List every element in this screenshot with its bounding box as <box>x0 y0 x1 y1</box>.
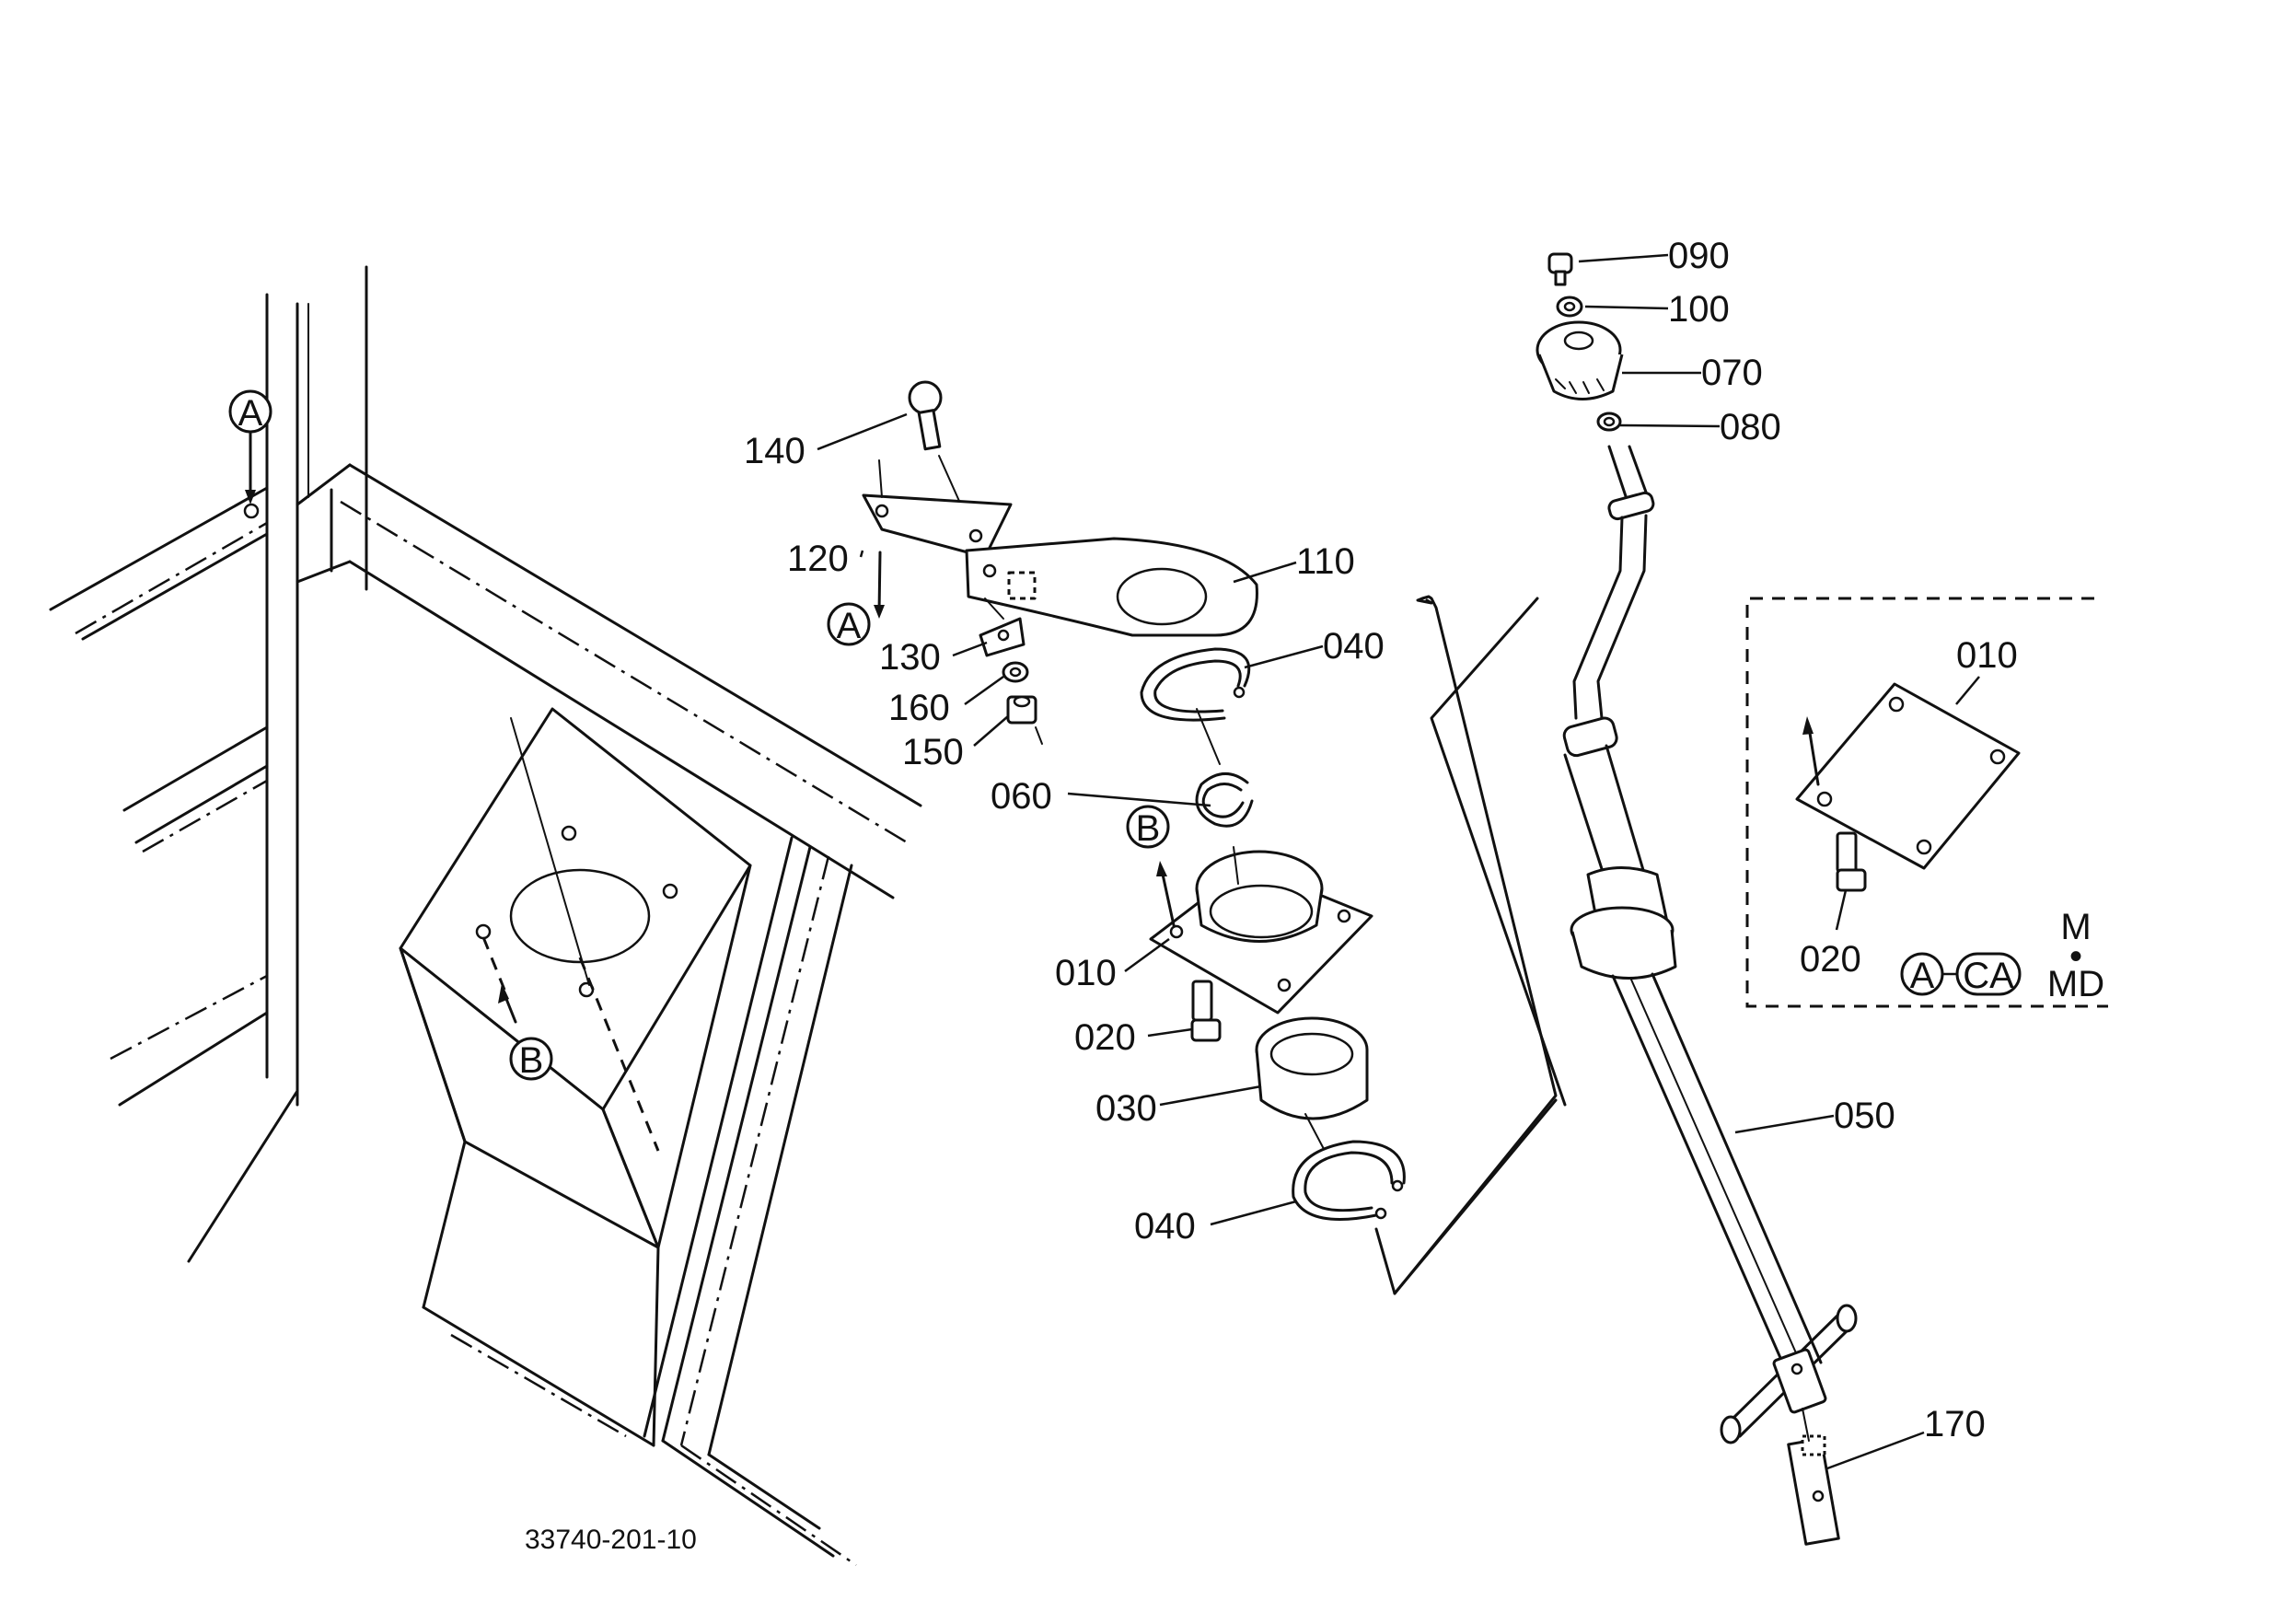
svg-text:A: A <box>1910 956 1935 996</box>
marker-circle-a-inset: A <box>1900 952 1944 996</box>
callout-140: 140 <box>744 431 805 471</box>
model-label-m: M <box>2060 907 2091 947</box>
callout-020: 020 <box>1074 1017 1136 1058</box>
svg-text:A: A <box>837 606 862 646</box>
frame-structure <box>49 265 922 1567</box>
marker-circle-a-bracket: A <box>827 602 871 646</box>
inset-variant-box <box>1745 597 2108 1008</box>
svg-text:CA: CA <box>1963 956 2014 996</box>
inset-code-badge: CA <box>1942 952 2022 996</box>
marker-circle-b-housing: B <box>1126 805 1170 849</box>
callout-130: 130 <box>879 637 941 678</box>
callout-030: 030 <box>1095 1088 1157 1129</box>
callout-labels: 090 100 070 080 140 120 110 130 040 160 … <box>744 236 2018 1444</box>
callout-150: 150 <box>902 732 964 772</box>
leader-lines <box>817 253 1980 1470</box>
marker-circle-a-frame: A <box>228 389 272 434</box>
callout-110: 110 <box>1296 541 1355 582</box>
callout-160: 160 <box>888 688 950 728</box>
callout-040-top: 040 <box>1323 626 1385 667</box>
callout-inset-020: 020 <box>1800 939 1861 980</box>
callout-080: 080 <box>1720 407 1781 447</box>
callout-040-bottom: 040 <box>1134 1206 1196 1247</box>
svg-text:B: B <box>519 1040 544 1081</box>
model-label-separator: • <box>2069 936 2082 977</box>
bracket-assembly <box>862 380 1567 1295</box>
callout-090: 090 <box>1668 236 1730 276</box>
inset-model-labels: M • MD <box>2047 907 2104 1004</box>
callout-010: 010 <box>1055 953 1117 993</box>
callout-120: 120 <box>787 539 849 579</box>
lever-assembly <box>1536 252 1858 1546</box>
svg-text:B: B <box>1136 808 1161 849</box>
callout-100: 100 <box>1668 289 1730 330</box>
marker-circle-b-frame: B <box>509 1037 553 1081</box>
model-label-md: MD <box>2047 964 2104 1004</box>
callout-060: 060 <box>991 776 1052 817</box>
callout-070: 070 <box>1701 353 1763 393</box>
callout-170: 170 <box>1924 1404 1986 1444</box>
drawing-number: 33740-201-10 <box>525 1525 697 1555</box>
callout-inset-010: 010 <box>1956 635 2018 676</box>
svg-text:A: A <box>238 393 263 434</box>
callout-050: 050 <box>1834 1096 1895 1136</box>
